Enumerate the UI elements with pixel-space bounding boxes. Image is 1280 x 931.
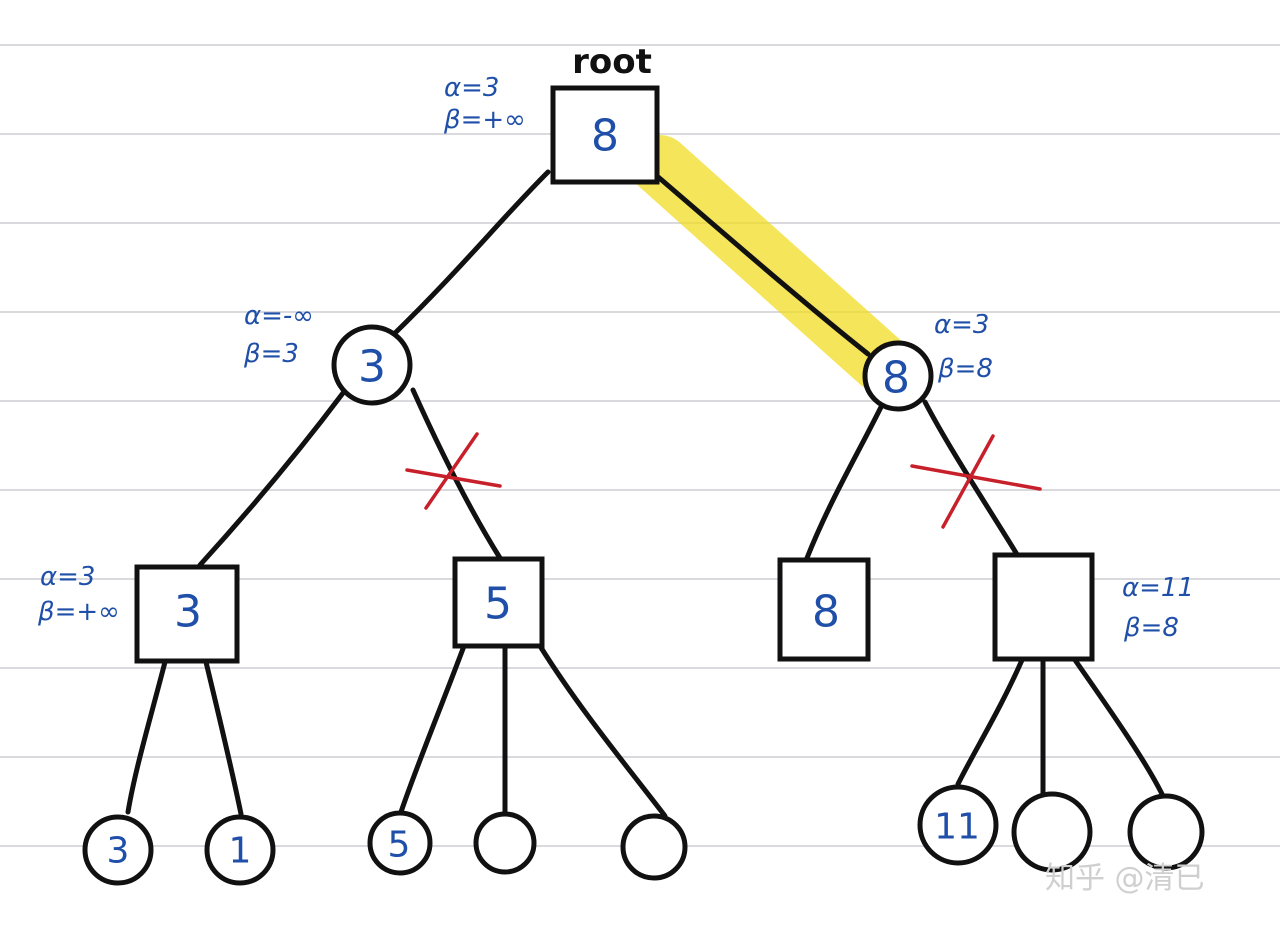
min-left-beta-label: β=3: [243, 339, 299, 369]
max-rr-beta-label: β=8: [1123, 613, 1179, 643]
edge-maxll-leaf1: [125, 659, 168, 815]
max-node-ll-value: 3: [174, 587, 202, 638]
max-rr-alpha-label: α=11: [1122, 573, 1194, 603]
leaf-node: [1127, 793, 1205, 871]
min-node-right-value: 8: [882, 353, 910, 404]
edge-maxrr-leaf8: [1072, 657, 1165, 797]
leaf-node: 3: [82, 814, 154, 886]
min-node-left-value: 3: [358, 342, 386, 393]
root-alpha-label: α=3: [444, 73, 499, 103]
leaf-node: [1011, 791, 1093, 873]
root-beta-label: β=+∞: [443, 105, 526, 135]
edge-minright-maxrr: [922, 399, 1021, 559]
min-node-left: 3: [331, 324, 413, 406]
root-node: 8: [550, 85, 660, 185]
min-left-alpha-label: α=-∞: [244, 301, 314, 331]
max-node-ll: 3: [134, 564, 240, 664]
leaf-node-value: 1: [229, 831, 252, 872]
root-node-value: 8: [591, 111, 619, 162]
min-right-alpha-label: α=3: [934, 310, 989, 340]
leaf-node-value: 11: [934, 807, 980, 848]
max-node-rl-value: 8: [812, 587, 840, 638]
watermark: 知乎 @清已: [1045, 861, 1205, 896]
tree-edges: [125, 169, 1165, 819]
leaf-node: [473, 811, 537, 875]
max-node-rr: [992, 552, 1095, 662]
leaf-node: 5: [367, 810, 433, 876]
edge-root-minright: [654, 173, 871, 357]
leaf-node-value: 3: [107, 831, 130, 872]
edge-maxrr-leaf6: [955, 657, 1025, 787]
edge-maxlr-leaf3: [397, 643, 467, 818]
max-ll-beta-label: β=+∞: [37, 597, 120, 627]
edge-root-minleft: [390, 169, 551, 338]
edge-maxll-leaf2: [203, 659, 244, 817]
max-node-lr: 5: [452, 556, 545, 649]
root-label: root: [572, 42, 652, 82]
leaf-node: [620, 813, 688, 881]
max-node-rl: 8: [777, 557, 871, 662]
principal-path-highlight: [630, 135, 910, 392]
edge-maxlr-leaf5: [537, 643, 668, 819]
leaf-node: 11: [917, 784, 999, 866]
edge-minright-maxrl: [804, 400, 886, 561]
min-node-right: 8: [862, 340, 934, 412]
min-right-beta-label: β=8: [937, 354, 993, 384]
prune-mark-right: [910, 434, 1042, 529]
max-ll-alpha-label: α=3: [40, 562, 95, 592]
prune-mark-left: [405, 432, 502, 510]
max-node-lr-value: 5: [484, 579, 512, 630]
leaf-node-value: 5: [388, 825, 411, 866]
edge-minleft-maxll: [197, 390, 346, 568]
leaf-node: 1: [204, 814, 276, 886]
